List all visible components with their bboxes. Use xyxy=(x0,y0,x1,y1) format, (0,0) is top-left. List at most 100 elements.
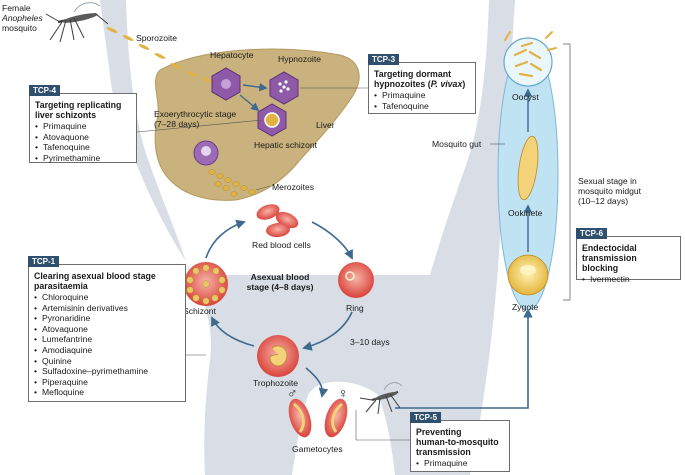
zygote-nucleus xyxy=(520,265,536,275)
mosquito-gut-label: Mosquito gut xyxy=(432,139,482,149)
liver-label: Liver xyxy=(316,120,335,130)
trophozoite-to-gametocyte-arrow xyxy=(305,367,329,398)
hepatocyte-label: Hepatocyte xyxy=(210,50,254,60)
mosquito-label-line3: mosquito xyxy=(2,23,37,33)
gametocytes-to-tcp5-line xyxy=(355,410,410,441)
mosquito-label-line2: Anopheles xyxy=(2,13,43,23)
red-blood-cells-label: Red blood cells xyxy=(252,240,311,250)
tcp1-drug-list: Chloroquine Artemisinin derivatives Pyro… xyxy=(34,292,180,398)
exoerythrocytic-line1: Exoerythrocytic stage xyxy=(154,109,237,119)
exoerythrocytic-line2: (7–28 days) xyxy=(154,119,200,129)
tcp5-heading: Preventing human-to-mosquito transmissio… xyxy=(416,427,504,457)
schizont-merozoites xyxy=(186,264,226,305)
tcp1-drug: Piperaquine xyxy=(34,377,180,388)
tcp6-heading-line2: transmission blocking xyxy=(582,253,637,273)
sexual-stage-line2: mosquito midgut xyxy=(578,186,642,196)
hepatic-schizont-body xyxy=(264,112,280,128)
tcp4-drug: Atovaquone xyxy=(35,132,131,143)
tcp3-drug: Tafenoquine xyxy=(374,101,470,112)
tcp3-drug-list: Primaquine Tafenoquine xyxy=(374,90,470,111)
zygote-label: Zygote xyxy=(512,302,539,312)
tcp5-drug: Primaquine xyxy=(416,458,504,469)
tcp5-heading-line2: human-to-mosquito xyxy=(416,437,499,447)
male-gametocyte xyxy=(288,398,312,438)
tcp4-connector xyxy=(136,119,263,133)
transmission-to-mosquito-arrow xyxy=(395,308,533,409)
human-body-silhouette xyxy=(100,0,515,475)
ookinete-label: Ookinete xyxy=(508,208,543,218)
tcp3-heading: Targeting dormant hypnozoites (P. vivax) xyxy=(374,69,470,89)
tcp4-box: TCP-4 Targeting replicating liver schizo… xyxy=(29,85,137,163)
hepatocyte-to-hypnozoite-arrow xyxy=(242,82,268,92)
male-symbol: ♂ xyxy=(287,385,298,401)
trophozoite-label: Trophozoite xyxy=(253,378,299,388)
tcp1-drug: Pyronaridine xyxy=(34,313,180,324)
tcp4-heading: Targeting replicating liver schizonts xyxy=(35,100,131,120)
tcp4-drug: Tafenoquine xyxy=(35,142,131,153)
tcp3-box: TCP-3 Targeting dormant hypnozoites (P. … xyxy=(368,54,476,114)
oocyst-sporozoites xyxy=(513,41,543,78)
mosquito-bottom xyxy=(359,382,403,415)
tcp4-heading-line2: liver schizonts xyxy=(35,110,97,120)
tcp1-drug: Quinine xyxy=(34,356,180,367)
schizont-to-rbc-arrow xyxy=(205,219,246,259)
tcp1-tag: TCP-1 xyxy=(28,256,60,267)
days-3-10-label: 3–10 days xyxy=(350,337,390,347)
tcp5-heading-line1: Preventing xyxy=(416,427,462,437)
ring-to-trophozoite-arrow xyxy=(302,311,353,351)
mosquito-top-left xyxy=(45,2,109,43)
merozoites xyxy=(208,169,256,197)
tcp6-box: TCP-6 Endectocidal transmission blocking… xyxy=(576,228,681,284)
ring-parasite xyxy=(345,271,355,281)
tcp4-drug: Primaquine xyxy=(35,121,131,132)
tcp6-drug: Ivermectin xyxy=(582,274,675,285)
tcp1-box: TCP-1 Clearing asexual blood stage paras… xyxy=(28,256,186,402)
tcp3-tag: TCP-3 xyxy=(368,54,400,65)
red-blood-cells xyxy=(256,204,299,238)
sexual-stage-line3: (10–12 days) xyxy=(578,196,629,206)
tcp3-drug: Primaquine xyxy=(374,90,470,101)
trophozoite-parasite xyxy=(269,345,288,367)
tcp6-tag: TCP-6 xyxy=(576,228,608,239)
schizont-label: Schizont xyxy=(183,306,216,316)
gametocytes-label: Gametocytes xyxy=(292,444,343,454)
tcp5-box: TCP-5 Preventing human-to-mosquito trans… xyxy=(410,412,510,472)
tcp6-heading-line1: Endectocidal xyxy=(582,243,637,253)
hepatic-schizont-label: Hepatic schizont xyxy=(254,140,318,150)
tcp1-drug: Lumefantrine xyxy=(34,334,180,345)
hepatocyte-to-schizont-arrow xyxy=(239,94,260,112)
hypnozoite-dots xyxy=(278,80,290,93)
tcp1-drug: Amodiaquine xyxy=(34,345,180,356)
female-gametocyte-body xyxy=(331,402,343,433)
female-gametocyte xyxy=(324,398,348,438)
ejected-sporozoites xyxy=(504,31,557,51)
merozoites-label: Merozoites xyxy=(272,182,315,192)
ookinete xyxy=(517,135,539,201)
merozoites-leader xyxy=(255,185,271,191)
tcp5-drug-list: Primaquine xyxy=(416,458,504,469)
tcp1-heading-line2: parasitaemia xyxy=(34,281,88,291)
tcp6-heading: Endectocidal transmission blocking xyxy=(582,243,675,273)
tcp5-tag: TCP-5 xyxy=(410,412,442,423)
rbc-to-ring-arrow xyxy=(311,221,353,260)
tcp4-tag: TCP-4 xyxy=(29,85,61,96)
female-symbol: ♀ xyxy=(338,385,349,401)
tcp4-drug: Pyrimethamine xyxy=(35,153,131,164)
trophozoite-to-schizont-arrow xyxy=(211,316,255,347)
tcp1-drug: Artemisinin derivatives xyxy=(34,303,180,314)
tcp1-heading-line1: Clearing asexual blood stage xyxy=(34,271,156,281)
tcp1-heading: Clearing asexual blood stage parasitaemi… xyxy=(34,271,180,291)
tcp3-heading-line1: Targeting dormant xyxy=(374,69,452,79)
mosquito-label-line1: Female xyxy=(2,3,31,13)
tcp3-heading-line2: hypnozoites (P. vivax) xyxy=(374,79,466,89)
male-gametocyte-body xyxy=(293,402,305,433)
tcp1-drug: Mefloquine xyxy=(34,387,180,398)
hepatocyte-nucleus xyxy=(221,79,231,89)
asexual-stage-line2: stage (4–8 days) xyxy=(246,282,314,292)
tcp1-drug: Sulfadoxine–pyrimethamine xyxy=(34,366,180,377)
tcp1-drug: Chloroquine xyxy=(34,292,180,303)
tcp4-drug-list: Primaquine Atovaquone Tafenoquine Pyrime… xyxy=(35,121,131,163)
sporozoites xyxy=(106,27,213,83)
sexual-stage-bracket xyxy=(563,43,571,301)
